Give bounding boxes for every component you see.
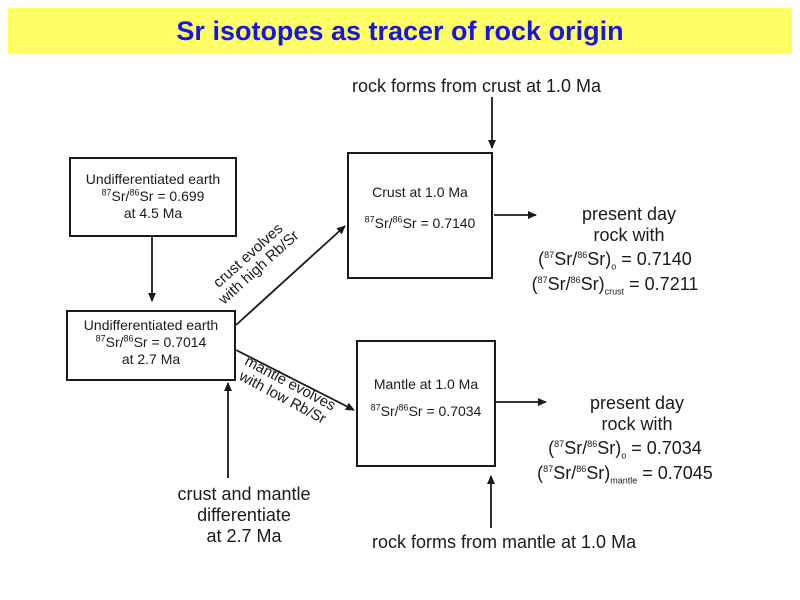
crust-result-line2: rock with bbox=[593, 225, 665, 245]
earth-4-5-ratio: 87Sr/86Sr = 0.699 bbox=[101, 187, 205, 204]
earth-2-7-box: Undifferentiated earth 87Sr/86Sr = 0.701… bbox=[66, 310, 236, 381]
mantle-formation-note: rock forms from mantle at 1.0 Ma bbox=[372, 532, 637, 552]
arrow-earth-to-mantle bbox=[235, 349, 355, 411]
crust-box: Crust at 1.0 Ma 87Sr/86Sr = 0.7140 bbox=[347, 152, 493, 279]
differentiate-note: crust and mantle differentiate at 2.7 Ma bbox=[177, 484, 311, 546]
mantle-heading: Mantle at 1.0 Ma bbox=[373, 376, 479, 392]
mantle-result-present-ratio: (87Sr/86Sr)mantle = 0.7045 bbox=[537, 463, 713, 486]
mantle-result-line2: rock with bbox=[601, 414, 673, 434]
crust-ratio: 87Sr/86Sr = 0.7140 bbox=[364, 214, 476, 231]
mantle-ratio: 87Sr/86Sr = 0.7034 bbox=[370, 402, 482, 419]
earth-4-5-age: at 4.5 Ma bbox=[123, 205, 183, 221]
mantle-result-line1: present day bbox=[589, 393, 685, 413]
earth-2-7-ratio: 87Sr/86Sr = 0.7014 bbox=[95, 333, 207, 350]
title-bar: Sr isotopes as tracer of rock origin bbox=[8, 8, 792, 54]
earth-4-5-box: Undifferentiated earth 87Sr/86Sr = 0.699… bbox=[69, 157, 237, 237]
mantle-result-initial-ratio: (87Sr/86Sr)o = 0.7034 bbox=[548, 438, 702, 461]
crust-result-line1: present day bbox=[581, 204, 677, 224]
earth-2-7-heading: Undifferentiated earth bbox=[83, 317, 219, 333]
mantle-result: present day rock with (87Sr/86Sr)o = 0.7… bbox=[510, 393, 740, 486]
earth-4-5-heading: Undifferentiated earth bbox=[85, 171, 221, 187]
crust-result-present-ratio: (87Sr/86Sr)crust = 0.7211 bbox=[531, 274, 699, 297]
mantle-box: Mantle at 1.0 Ma 87Sr/86Sr = 0.7034 bbox=[356, 340, 496, 467]
crust-result-initial-ratio: (87Sr/86Sr)o = 0.7140 bbox=[538, 249, 692, 272]
page-title: Sr isotopes as tracer of rock origin bbox=[176, 15, 624, 46]
crust-formation-note: rock forms from crust at 1.0 Ma bbox=[352, 76, 602, 96]
crust-result: present day rock with (87Sr/86Sr)o = 0.7… bbox=[500, 204, 730, 297]
crust-heading: Crust at 1.0 Ma bbox=[372, 184, 468, 200]
arrow-earth-to-crust bbox=[235, 225, 346, 326]
earth-2-7-age: at 2.7 Ma bbox=[121, 351, 181, 367]
